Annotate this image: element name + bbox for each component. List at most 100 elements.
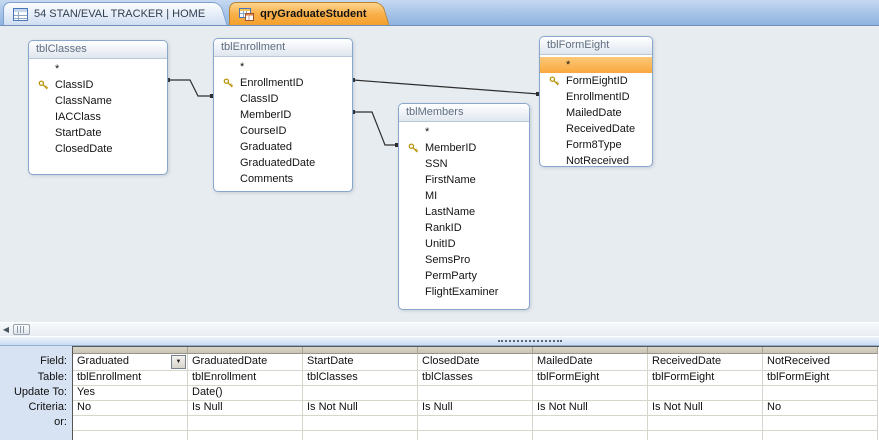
empty-grid-row[interactable] bbox=[763, 431, 878, 440]
table-title[interactable]: tblEnrollment bbox=[214, 39, 352, 57]
field-item[interactable]: NotReceived bbox=[540, 153, 652, 166]
column-selector[interactable] bbox=[303, 347, 418, 354]
field-item[interactable]: ClosedDate bbox=[29, 141, 167, 157]
field-item[interactable]: MemberID bbox=[214, 107, 352, 123]
field-item[interactable]: MemberID bbox=[399, 140, 529, 156]
field-item[interactable]: EnrollmentID bbox=[214, 75, 352, 91]
update_to-cell[interactable] bbox=[418, 386, 533, 401]
scroll-left-arrow-icon[interactable]: ◀ bbox=[2, 325, 10, 334]
criteria-cell[interactable]: Is Null bbox=[418, 401, 533, 416]
or-cell[interactable] bbox=[73, 416, 188, 431]
criteria-cell[interactable]: Is Not Null bbox=[533, 401, 648, 416]
or-cell[interactable] bbox=[533, 416, 648, 431]
table-title[interactable]: tblClasses bbox=[29, 41, 167, 59]
column-selector[interactable] bbox=[188, 347, 303, 354]
column-selector[interactable] bbox=[418, 347, 533, 354]
field-cell[interactable]: StartDate bbox=[303, 354, 418, 371]
column-selector[interactable] bbox=[763, 347, 878, 354]
field-item[interactable]: MI bbox=[399, 188, 529, 204]
empty-grid-row[interactable] bbox=[188, 431, 303, 440]
update_to-cell[interactable]: Date() bbox=[188, 386, 303, 401]
field-item[interactable]: ClassID bbox=[29, 77, 167, 93]
field-item[interactable]: FormEightID bbox=[540, 73, 652, 89]
field-item[interactable]: EnrollmentID bbox=[540, 89, 652, 105]
table-cell[interactable]: tblFormEight bbox=[533, 371, 648, 386]
field-dropdown-button[interactable]: ▼ bbox=[171, 355, 186, 369]
table-cell[interactable]: tblEnrollment bbox=[188, 371, 303, 386]
criteria-cell[interactable]: Is Not Null bbox=[303, 401, 418, 416]
update_to-cell[interactable]: Yes bbox=[73, 386, 188, 401]
tab-qrygraduatestudent[interactable]: qryGraduateStudent bbox=[229, 2, 377, 25]
field-item[interactable]: Form8Type bbox=[540, 137, 652, 153]
field-item[interactable]: LastName bbox=[399, 204, 529, 220]
field-item[interactable]: Graduated bbox=[214, 139, 352, 155]
field-cell[interactable]: GraduatedDate bbox=[188, 354, 303, 371]
field-item[interactable]: PermParty bbox=[399, 268, 529, 284]
update_to-cell[interactable] bbox=[533, 386, 648, 401]
or-cell[interactable] bbox=[303, 416, 418, 431]
field-cell[interactable]: MailedDate bbox=[533, 354, 648, 371]
join-tblclasses-tblenrollment[interactable] bbox=[168, 79, 213, 97]
field-item[interactable]: * bbox=[29, 61, 167, 77]
field-item[interactable]: UnitID bbox=[399, 236, 529, 252]
scrollbar-thumb[interactable] bbox=[13, 324, 30, 335]
field-item[interactable]: FirstName bbox=[399, 172, 529, 188]
criteria-cell[interactable]: Is Not Null bbox=[648, 401, 763, 416]
or-cell[interactable] bbox=[188, 416, 303, 431]
empty-grid-row[interactable] bbox=[648, 431, 763, 440]
splitter-grip-icon[interactable] bbox=[498, 340, 562, 342]
update_to-cell[interactable] bbox=[303, 386, 418, 401]
empty-grid-row[interactable] bbox=[533, 431, 648, 440]
table-cell[interactable]: tblClasses bbox=[418, 371, 533, 386]
join-tblenrollment-tblformeight[interactable] bbox=[352, 79, 540, 95]
field-item[interactable]: MailedDate bbox=[540, 105, 652, 121]
field-item[interactable]: Comments bbox=[214, 171, 352, 187]
diagram-horizontal-scrollbar[interactable]: ◀ bbox=[0, 322, 879, 336]
field-item[interactable]: IACClass bbox=[29, 109, 167, 125]
field-item[interactable]: ClassID bbox=[214, 91, 352, 107]
field-item[interactable]: * bbox=[540, 57, 652, 73]
or-cell[interactable] bbox=[763, 416, 878, 431]
column-selector[interactable] bbox=[533, 347, 648, 354]
pane-splitter[interactable] bbox=[0, 336, 879, 346]
table-cell[interactable]: tblClasses bbox=[303, 371, 418, 386]
criteria-cell[interactable]: No bbox=[763, 401, 878, 416]
or-cell[interactable] bbox=[418, 416, 533, 431]
empty-grid-row[interactable] bbox=[73, 431, 188, 440]
field-cell[interactable]: Graduated▼ bbox=[73, 354, 188, 371]
field-cell[interactable]: NotReceived bbox=[763, 354, 878, 371]
tab-home[interactable]: 54 STAN/EVAL TRACKER | HOME bbox=[3, 2, 216, 25]
table-cell[interactable]: tblEnrollment bbox=[73, 371, 188, 386]
field-item[interactable]: * bbox=[399, 124, 529, 140]
table-title[interactable]: tblFormEight bbox=[540, 37, 652, 55]
field-item[interactable]: RankID bbox=[399, 220, 529, 236]
criteria-cell[interactable]: Is Null bbox=[188, 401, 303, 416]
field-item[interactable]: ReceivedDate bbox=[540, 121, 652, 137]
update_to-cell[interactable] bbox=[763, 386, 878, 401]
table-cell[interactable]: tblFormEight bbox=[763, 371, 878, 386]
field-cell[interactable]: ClosedDate bbox=[418, 354, 533, 371]
empty-grid-row[interactable] bbox=[303, 431, 418, 440]
criteria-cell[interactable]: No bbox=[73, 401, 188, 416]
join-tblenrollment-tblmembers[interactable] bbox=[353, 111, 398, 146]
table-title[interactable]: tblMembers bbox=[399, 104, 529, 122]
column-selector[interactable] bbox=[73, 347, 188, 354]
field-item[interactable]: SemsPro bbox=[399, 252, 529, 268]
field-item[interactable]: FlightExaminer bbox=[399, 284, 529, 300]
field-item[interactable]: GraduatedDate bbox=[214, 155, 352, 171]
field-item[interactable]: * bbox=[214, 59, 352, 75]
or-cell[interactable] bbox=[648, 416, 763, 431]
update_to-cell[interactable] bbox=[648, 386, 763, 401]
field-item[interactable]: SSN bbox=[399, 156, 529, 172]
column-selector[interactable] bbox=[648, 347, 763, 354]
table-cell[interactable]: tblFormEight bbox=[648, 371, 763, 386]
empty-grid-row[interactable] bbox=[418, 431, 533, 440]
field-item[interactable]: StartDate bbox=[29, 125, 167, 141]
field-item[interactable]: CourseID bbox=[214, 123, 352, 139]
field-cell[interactable]: ReceivedDate bbox=[648, 354, 763, 371]
field-item[interactable]: ClassName bbox=[29, 93, 167, 109]
